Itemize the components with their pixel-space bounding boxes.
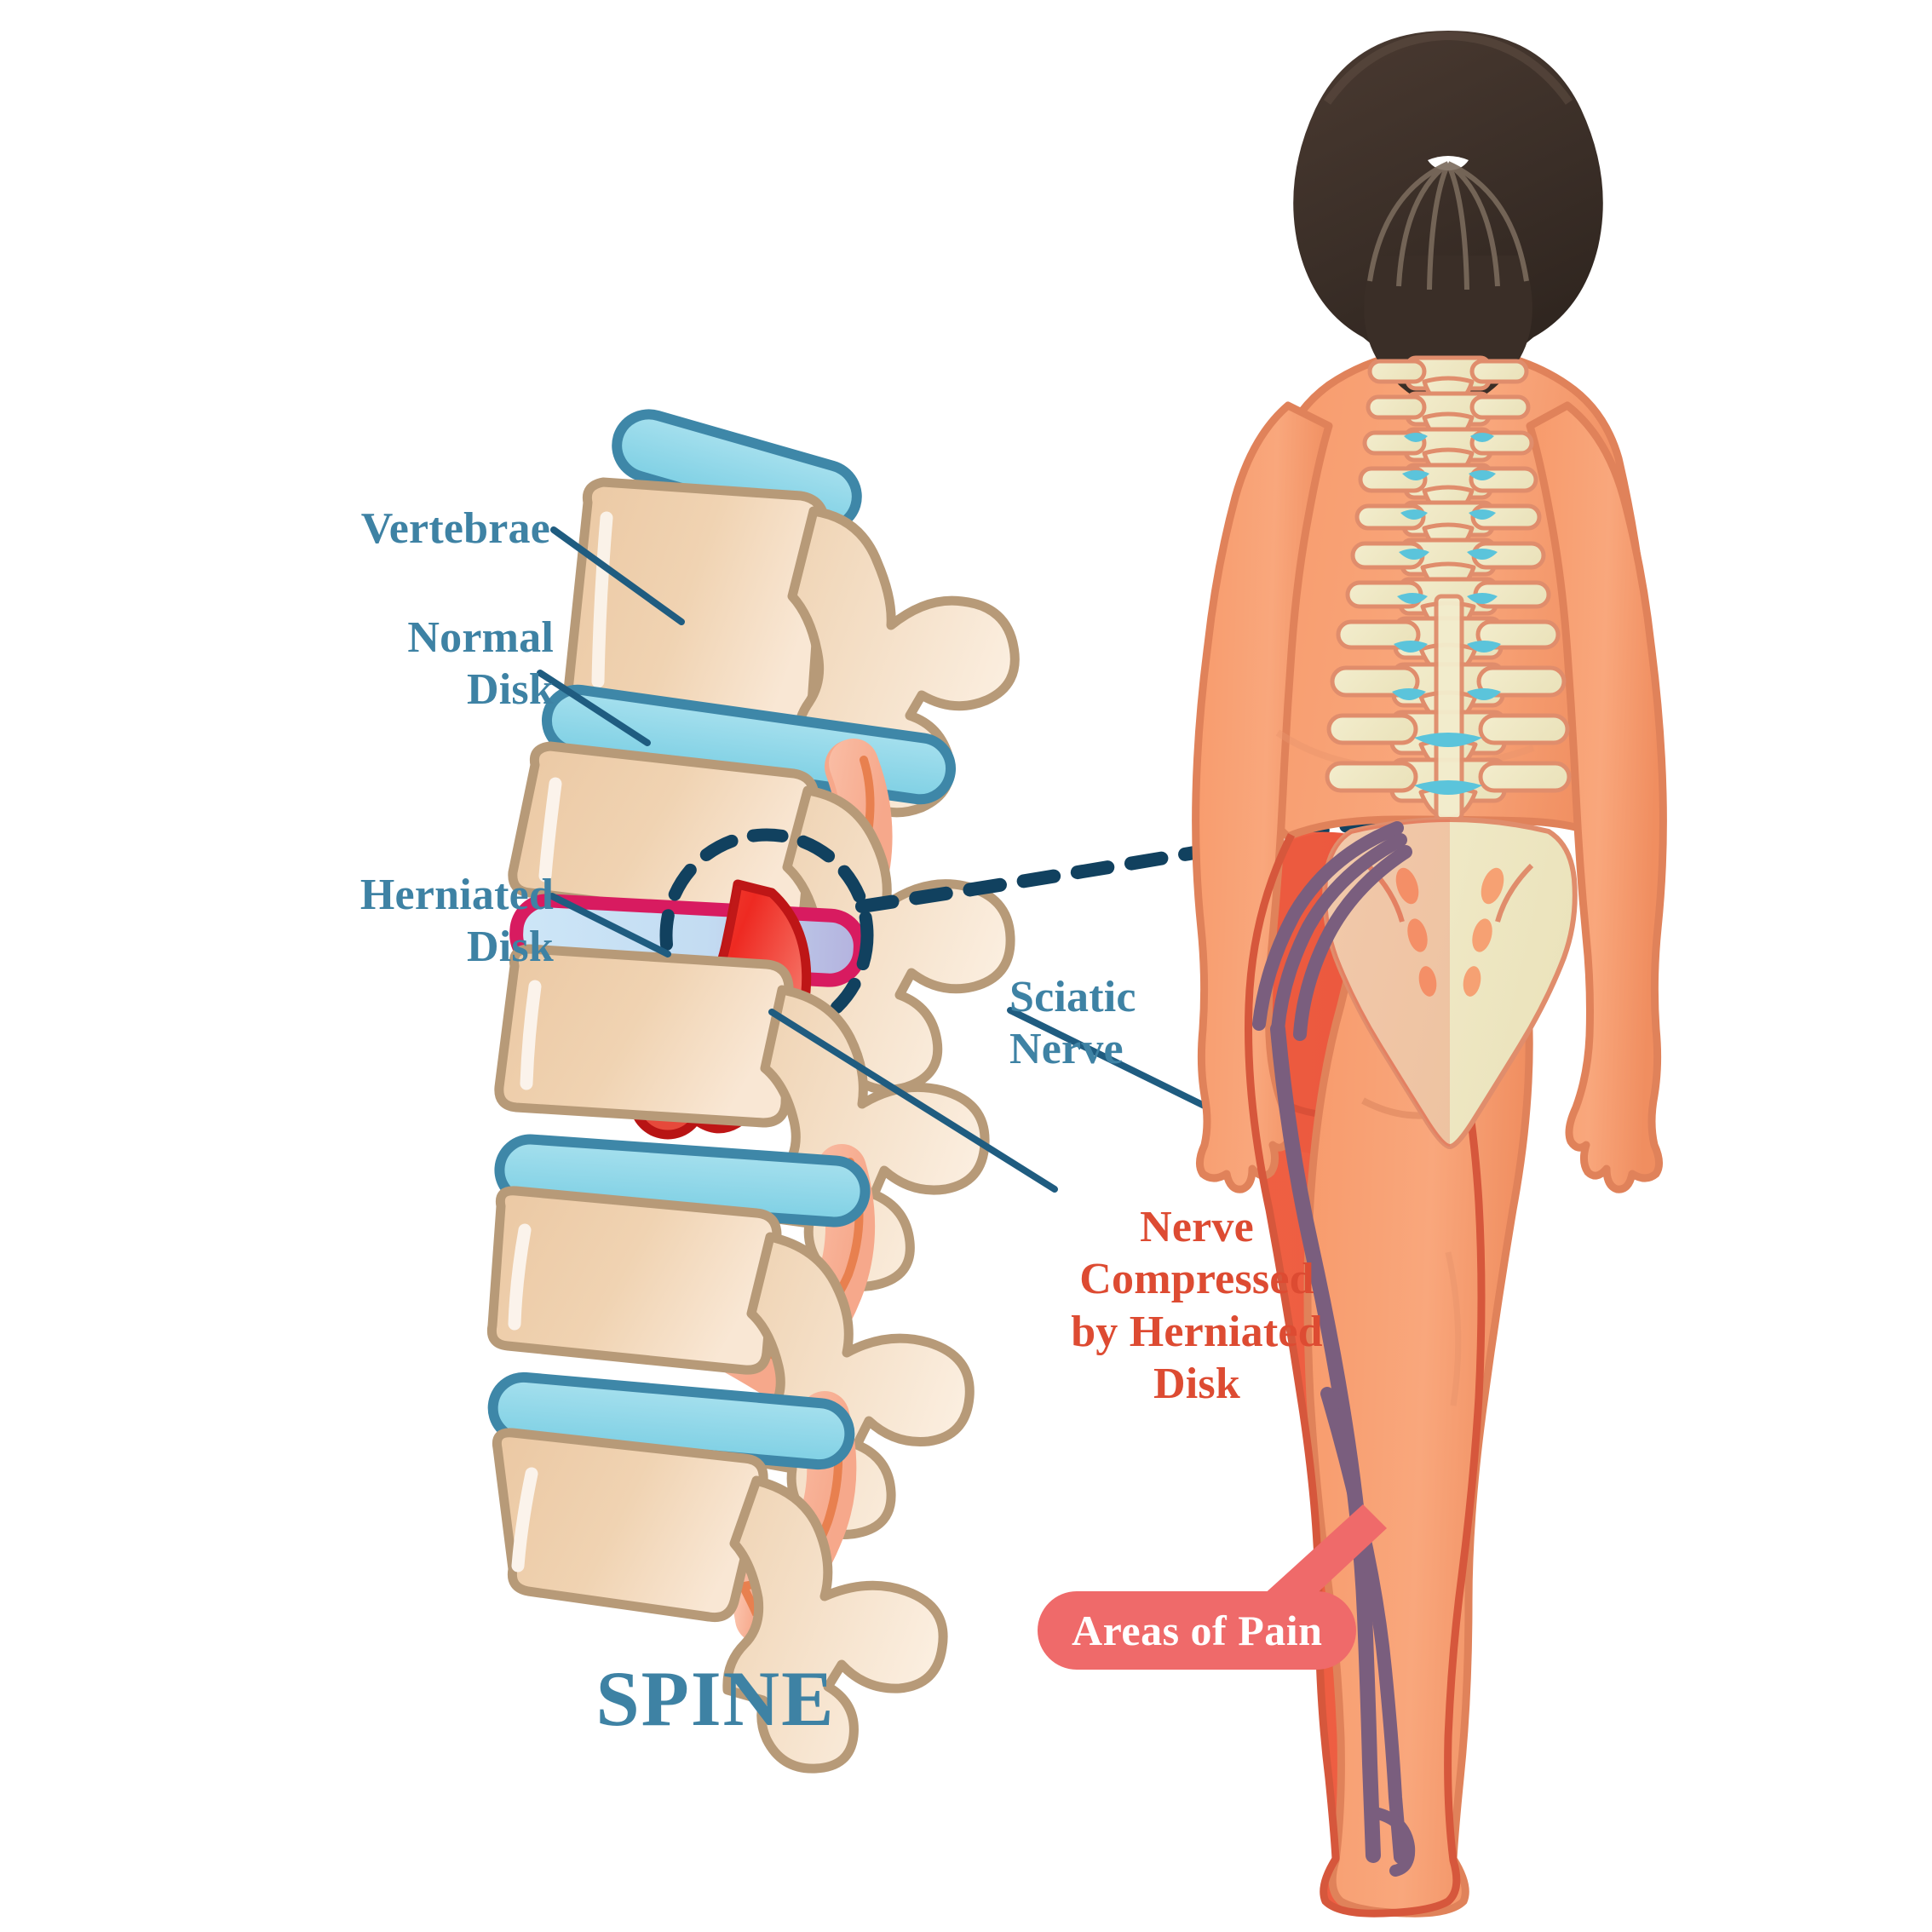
areas-of-pain-badge: Areas of Pain (1038, 1591, 1357, 1670)
label-nerve-compressed: Nerve Compressed by Herniated Disk (1071, 1203, 1323, 1409)
page-title: SPINE (595, 1655, 836, 1742)
human-figure-posterior (1192, 31, 1667, 1918)
vertebra-body-2 (508, 741, 819, 929)
pain-leg-outline (1245, 832, 1486, 1918)
vertebra-body-4 (486, 1186, 782, 1375)
vertebra-process-5 (722, 1475, 948, 1774)
leader-lines (537, 526, 1329, 1193)
leader-nerve-compressed (768, 1009, 1058, 1193)
leader-normal-disk (537, 670, 651, 746)
label-herniated-disk: Herniated Disk (359, 871, 554, 972)
sciatic-nerve (1252, 821, 1416, 1877)
label-sciatic-nerve: Sciatic Nerve (1009, 973, 1136, 1074)
spinal-column (1322, 355, 1578, 1150)
label-normal-disk: Normal Disk (407, 613, 554, 715)
leader-vertebrae (550, 526, 685, 625)
leader-herniated-disk (549, 893, 671, 957)
spine-lateral-diagram (486, 409, 1438, 1774)
vertebra-body-5 (492, 1428, 768, 1623)
label-vertebrae: Vertebrae (360, 504, 550, 553)
vertebra-body-3 (494, 944, 794, 1128)
head-and-hair (1293, 31, 1603, 407)
